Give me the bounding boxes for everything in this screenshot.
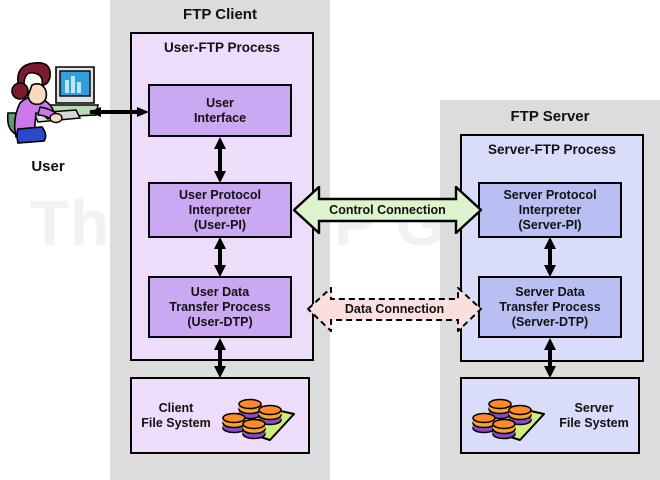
disk-stack-icon bbox=[470, 386, 548, 446]
server-ftp-process-label: Server-FTP Process bbox=[487, 142, 617, 157]
data-connection-arrow bbox=[306, 285, 483, 334]
disk-stack-icon bbox=[220, 386, 298, 446]
userdtp-to-client-fs-arrow bbox=[214, 338, 226, 378]
control-connection-arrow bbox=[292, 184, 483, 236]
user-to-interface-arrow bbox=[89, 107, 149, 117]
user-ftp-process-label: User-FTP Process bbox=[163, 40, 281, 55]
ftp-client-title: FTP Client bbox=[183, 6, 257, 23]
user-at-computer-icon bbox=[4, 55, 104, 145]
user-caption: User bbox=[31, 158, 65, 175]
userpi-to-userdtp-arrow bbox=[214, 237, 226, 277]
ftp-server-title: FTP Server bbox=[510, 108, 590, 125]
serverdtp-to-server-fs-arrow bbox=[544, 338, 556, 378]
serverpi-to-serverdtp-arrow bbox=[544, 237, 556, 277]
ui-to-userpi-arrow bbox=[214, 137, 226, 183]
